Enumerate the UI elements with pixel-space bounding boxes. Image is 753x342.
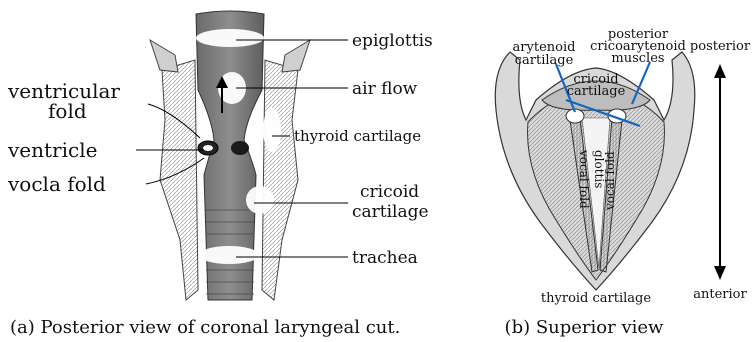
label-air-flow: air flow bbox=[352, 79, 418, 99]
label-cricoid-line1: cricoid bbox=[360, 182, 419, 202]
hyoid-horn-left bbox=[150, 40, 178, 72]
caption-a: (a) Posterior view of coronal laryngeal … bbox=[10, 317, 400, 338]
caption-b: (b) Superior view bbox=[505, 317, 664, 338]
hyoid-horn-right bbox=[282, 40, 310, 72]
orientation-arrow-down bbox=[714, 266, 726, 280]
label-thyroid-cartilage: thyroid cartilage bbox=[294, 127, 421, 145]
label-vocal-fold: vocla fold bbox=[7, 172, 106, 196]
label-cricoid-line2: cartilage bbox=[352, 202, 429, 222]
label-cricoid-b-line2: cartilage bbox=[567, 84, 626, 99]
lateral-tissue-left bbox=[160, 60, 198, 300]
ventricle-left-inner bbox=[203, 145, 213, 151]
label-ventricular-line2: fold bbox=[48, 99, 87, 123]
label-posterior: posterior bbox=[690, 39, 751, 54]
label-trachea: trachea bbox=[352, 248, 418, 268]
label-vocal-fold-left: vocal fold bbox=[577, 149, 591, 209]
ventricle-right-shape bbox=[231, 141, 249, 155]
epiglottis-highlight bbox=[196, 29, 264, 47]
label-arytenoid-line2: cartilage bbox=[515, 53, 574, 68]
cricoid-highlight bbox=[246, 186, 274, 214]
lateral-tissue-right bbox=[262, 60, 298, 300]
orientation-arrow-up bbox=[714, 64, 726, 78]
label-thyroid-cartilage-b: thyroid cartilage bbox=[541, 291, 651, 306]
trachea-highlight bbox=[199, 246, 259, 264]
figure-a: epiglottis air flow thyroid cartilage cr… bbox=[7, 11, 433, 338]
label-anterior: anterior bbox=[693, 287, 747, 302]
figure-b: arytenoid cartilage posterior cricoaryte… bbox=[495, 27, 751, 338]
thyroid-highlight bbox=[263, 108, 281, 152]
label-epiglottis: epiglottis bbox=[352, 31, 433, 51]
label-ventricle: ventricle bbox=[7, 138, 97, 162]
label-vocal-fold-right: vocal fold bbox=[603, 151, 617, 211]
label-posterior-cricoarytenoid-line3: muscles bbox=[611, 51, 664, 66]
